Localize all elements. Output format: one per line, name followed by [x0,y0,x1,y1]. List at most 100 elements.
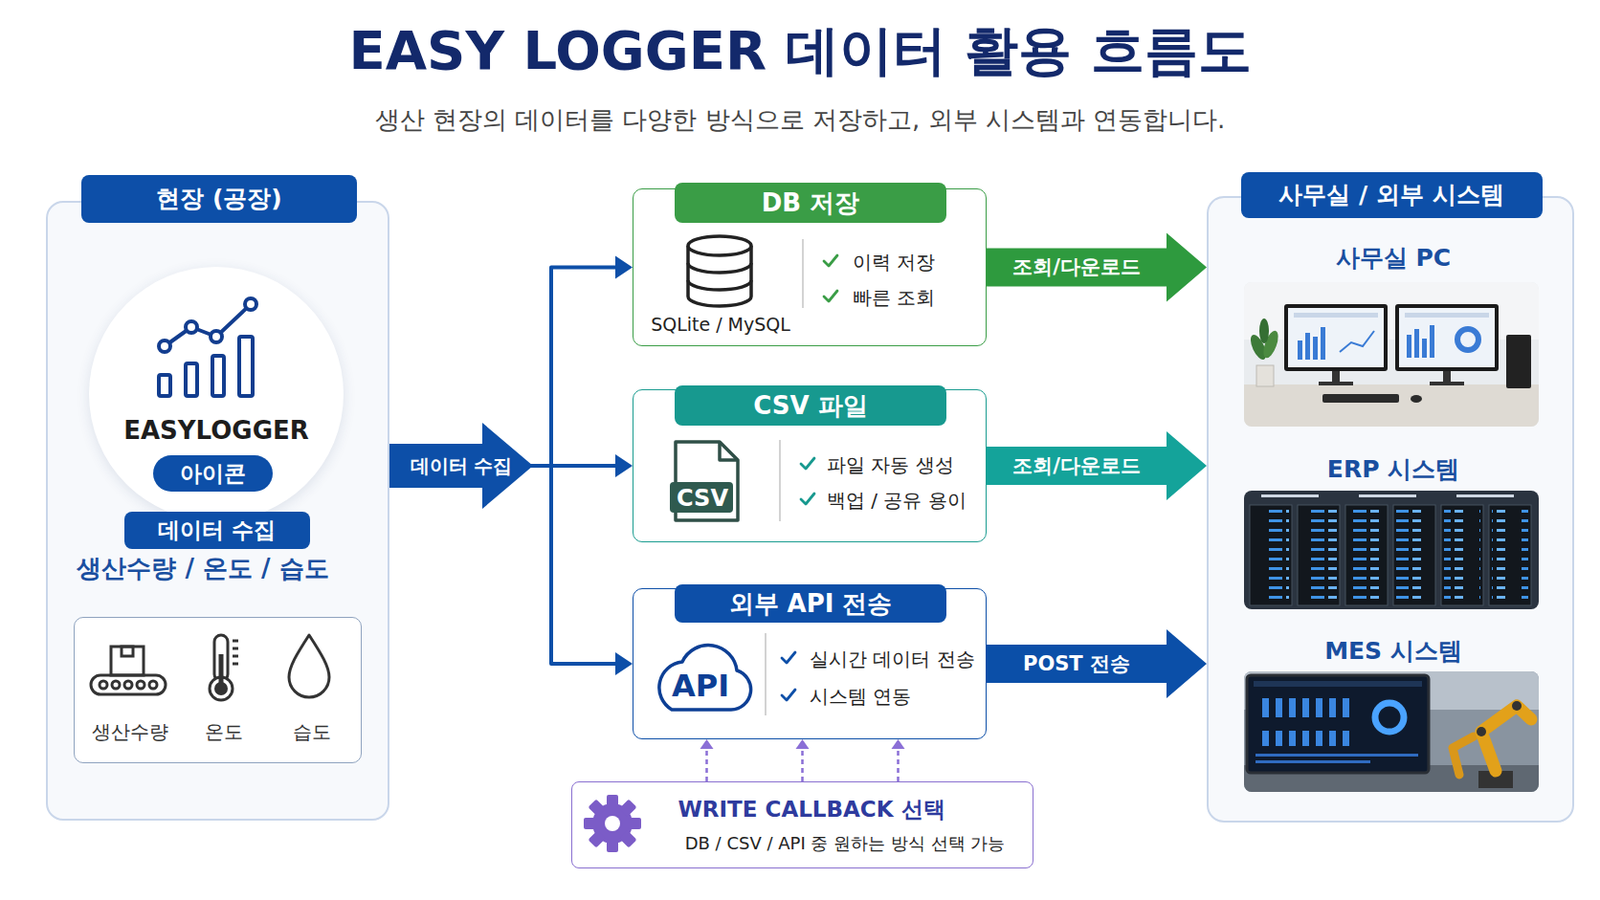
factory-illustration [1244,671,1539,793]
node-text: WRITE CALLBACK 선택 [677,796,945,824]
chart-icon [164,304,251,347]
droplet-icon [288,635,330,698]
conveyor-icon [124,681,133,689]
conveyor-icon [90,646,166,695]
connector-line [800,748,804,782]
node-text: EASYLOGGER [123,415,310,447]
check-mark [823,290,838,302]
office-pc-illustration [1339,331,1375,353]
thermometer-icon [232,647,239,651]
text-slot: 생산수량 / 온도 / 습도 [76,553,329,585]
factory-illustration [1481,706,1532,772]
office-pc-illustration [1457,329,1479,351]
gear-icon [588,830,606,848]
text-slot: EASYLOGGER [123,415,310,447]
chart-icon [210,331,223,343]
office-pc-illustration [1244,282,1539,427]
conveyor-icon [111,646,144,676]
arrow-head [796,739,810,750]
gear-icon [583,818,598,830]
text-slot: 온도 [204,720,244,745]
factory-illustration [1375,703,1404,733]
gear-icon [606,795,619,809]
factory-illustration [1244,671,1539,793]
conveyor-icon [90,675,166,695]
system-panel: 사무실 / 외부 시스템사무실 PCERP 시스템MES 시스템 [1206,196,1575,823]
node-text: 온도 [204,720,244,745]
text-slot: 조회/다운로드 [1012,453,1141,479]
server-room-illustration [1396,510,1433,601]
gear-icon [592,803,633,845]
sensor-box: 생산수량온도습도 [73,617,362,764]
factory-illustration [1478,771,1513,789]
check-mark [800,493,815,505]
text-slot: 이력 저장 [852,250,935,275]
gear-icon [606,839,619,853]
thermometer-icon [232,655,239,659]
connector [891,739,906,782]
conveyor-icon [111,681,120,689]
arrow-label: 데이터 수집 [410,454,513,479]
api-box: 외부 API 전송API실시간 데이터 전송시스템 연동 [632,588,987,740]
database-icon [688,236,752,307]
office-pc-illustration [1443,371,1451,383]
node-text: 데이터 수집 [157,516,276,545]
chart-icon [244,298,257,311]
arrow-head [700,739,714,750]
server-room-illustration [1244,490,1539,610]
gear-icon [583,795,642,853]
server-room-illustration [1249,505,1292,606]
text-slot: POST 전송 [1022,651,1131,677]
factory-illustration [1244,671,1539,711]
node-text: 실시간 데이터 전송 [809,647,976,672]
arrow-band [986,233,1207,303]
text-slot: EASY LOGGER 데이터 활용 흐름도 [348,17,1251,85]
server-room-illustration [1300,510,1337,601]
divider-line [764,633,767,716]
chart-icon [158,298,257,397]
csv-box: CSV 파일CSV파일 자동 생성백업 / 공유 용이 [632,389,987,543]
arrow-band [986,629,1207,699]
connector-line [389,464,618,468]
csv-file-icon [675,442,738,521]
factory-illustration [1255,698,1352,747]
check-mark [823,255,838,267]
office-pc-illustration [1506,334,1532,389]
server-room-illustration [1441,505,1484,606]
thermometer-icon [214,635,228,682]
gear-icon [588,800,606,818]
text-slot: 사무실 / 외부 시스템 [1241,172,1543,219]
connector [986,233,1207,303]
database-icon [688,245,752,307]
node-text: 백업 / 공유 용이 [826,488,967,513]
arrow-head [615,454,633,478]
server-room-illustration [1393,505,1436,606]
chart-icon [158,340,171,353]
node-text: MES 시스템 [1324,636,1463,667]
office-pc-illustration [1284,304,1388,372]
gear-icon [604,816,621,832]
factory-illustration [1476,727,1487,737]
node-text: SQLite / MySQL [650,313,791,337]
node-text: 습도 [292,720,332,745]
node-text: 아이콘 [179,460,246,489]
conveyor-icon [136,681,145,689]
office-pc-illustration [1244,282,1539,427]
site-panel: 현장 (공장)EASYLOGGER아이콘데이터 수집생산수량온도습도 [45,200,390,822]
office-pc-illustration [1244,282,1539,340]
server-room-illustration [1345,505,1388,606]
divider-line [778,440,781,522]
page-caption: 생산 현장의 데이터를 다양한 방식으로 저장하고, 외부 시스템과 연동합니다… [375,104,1226,136]
csv-file-icon [719,442,738,461]
office-pc-illustration [1256,365,1274,387]
office-pc-illustration [1429,325,1435,358]
office-pc-illustration [1422,338,1427,358]
gear-icon [627,818,642,830]
thermometer-icon [209,677,233,701]
text-slot: 파일 자동 생성 [826,453,955,478]
server-room-illustration [1297,505,1340,606]
office-pc-illustration [1429,381,1465,386]
database-icon [688,236,752,256]
heading-pill: 현장 (공장) [81,175,357,223]
